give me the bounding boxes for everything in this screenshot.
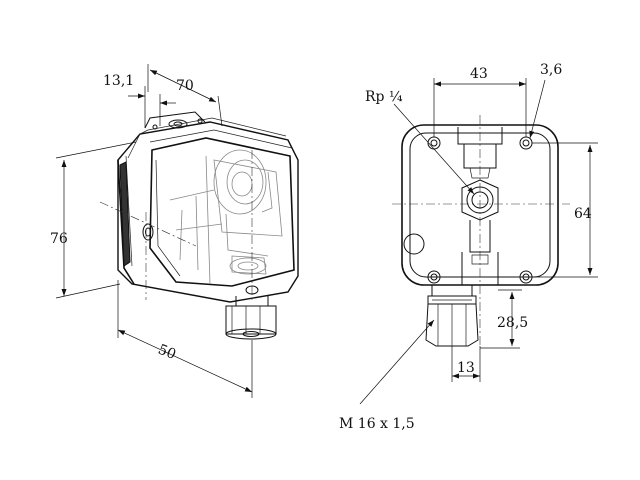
dim-64-label: 64 bbox=[574, 206, 592, 222]
mount-hole-tl bbox=[427, 136, 441, 150]
internal-mechanism bbox=[169, 149, 283, 285]
dim-28-5-label: 28,5 bbox=[497, 315, 528, 331]
rp-label: Rp ¼ bbox=[365, 89, 403, 105]
dim-13-label: 13 bbox=[457, 360, 475, 376]
dim-50-label: 50 bbox=[156, 342, 179, 364]
cable-gland-front bbox=[425, 285, 479, 347]
side-knockout bbox=[403, 233, 425, 255]
mount-hole-tr bbox=[519, 136, 533, 150]
dim-3-6-label: 3,6 bbox=[540, 62, 562, 78]
thread-label: M 16 x 1,5 bbox=[339, 416, 415, 432]
top-port bbox=[168, 119, 188, 129]
dim-13-1-label: 13,1 bbox=[103, 73, 134, 89]
mount-hole-bl bbox=[427, 270, 441, 284]
dim-76-label: 76 bbox=[50, 231, 68, 247]
perspective-view: 13,1 70 76 50 bbox=[50, 64, 299, 398]
dim-70-label: 70 bbox=[176, 78, 194, 94]
dim-43-label: 43 bbox=[470, 66, 488, 82]
front-view: 43 3,6 Rp ¼ 64 28,5 13 M 16 x 1,5 bbox=[339, 62, 598, 432]
